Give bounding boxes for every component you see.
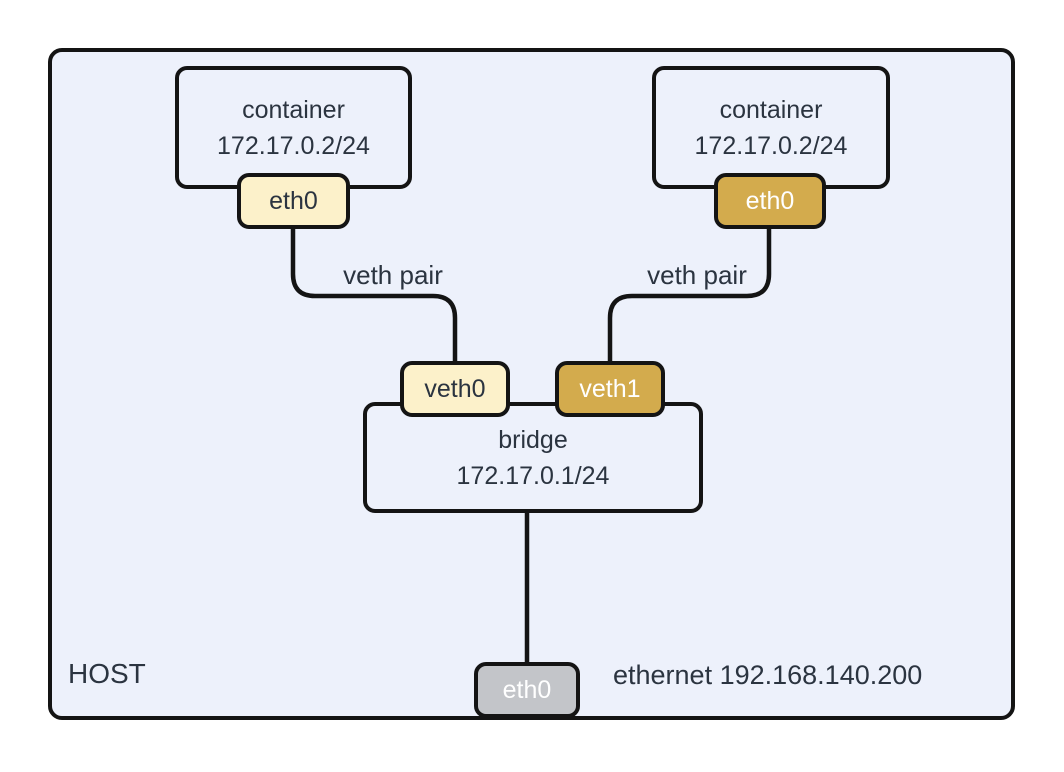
bridge-veth0-badge: veth0 <box>400 361 510 417</box>
container-right-box: container 172.17.0.2/24 <box>652 66 890 189</box>
bridge-veth1-badge: veth1 <box>555 361 665 417</box>
container-right-eth0-label: eth0 <box>745 186 795 215</box>
host-ethernet-address: ethernet 192.168.140.200 <box>613 660 923 690</box>
container-left-box: container 172.17.0.2/24 <box>175 66 412 189</box>
bridge-veth1-label: veth1 <box>579 374 641 403</box>
bridge-veth0-label: veth0 <box>424 374 486 403</box>
host-label: HOST <box>68 658 146 689</box>
container-left-ip: 172.17.0.2/24 <box>217 131 370 160</box>
bridge-title: bridge <box>498 425 568 454</box>
container-right-title: container <box>719 95 823 124</box>
container-left-title: container <box>242 95 345 124</box>
container-left-eth0-label: eth0 <box>269 186 318 215</box>
bridge-box: bridge 172.17.0.1/24 <box>363 402 703 513</box>
host-eth0-badge: eth0 <box>474 662 580 718</box>
veth-pair-left-label: veth pair <box>343 260 443 290</box>
bridge-ip: 172.17.0.1/24 <box>456 461 610 490</box>
container-right-ip: 172.17.0.2/24 <box>694 131 848 160</box>
container-right-eth0-badge: eth0 <box>714 173 826 229</box>
host-eth0-label: eth0 <box>502 675 552 704</box>
veth-pair-right-label: veth pair <box>647 260 747 290</box>
container-left-eth0-badge: eth0 <box>237 173 350 229</box>
